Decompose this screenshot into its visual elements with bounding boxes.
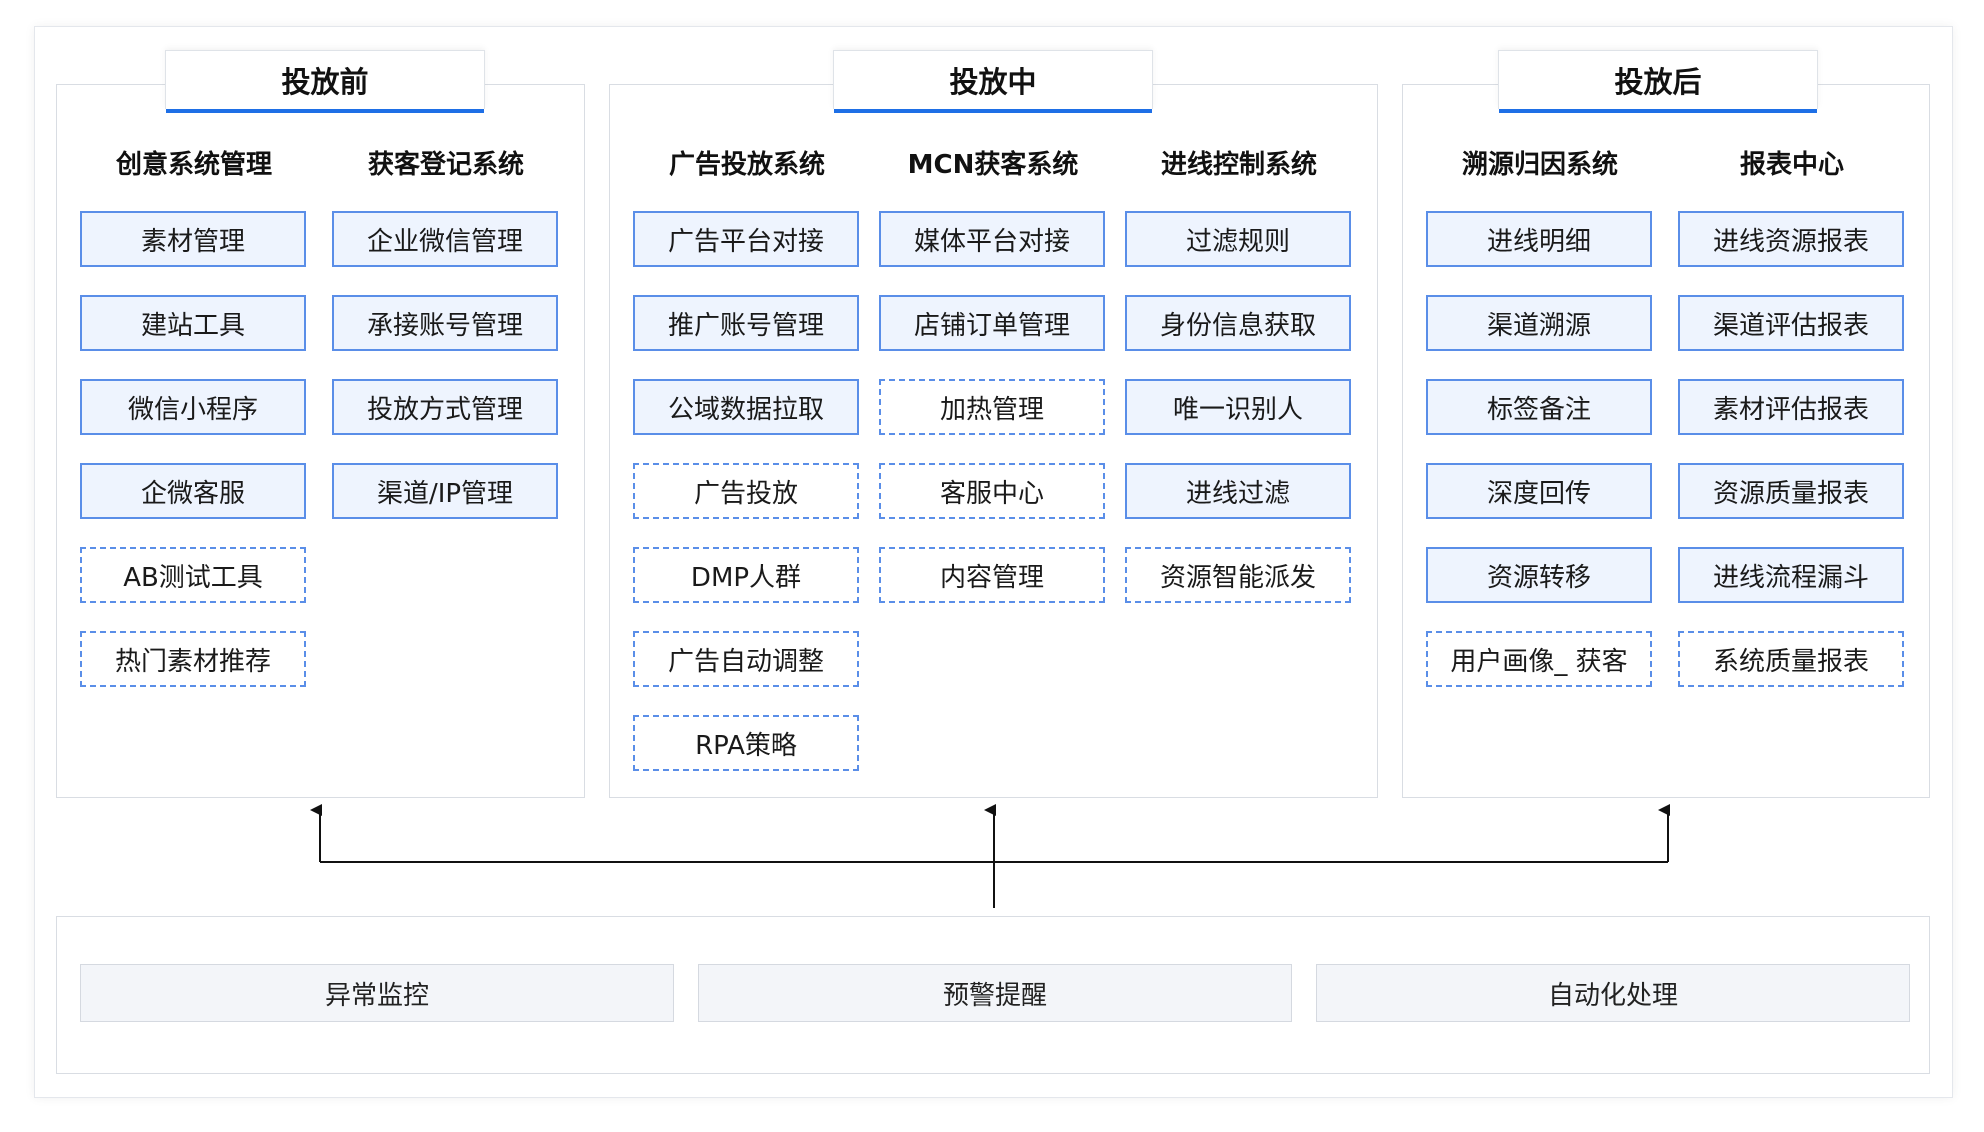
module-item[interactable]: 资源转移 (1426, 547, 1652, 603)
module-item[interactable]: 资源智能派发 (1125, 547, 1351, 603)
module-item[interactable]: 身份信息获取 (1125, 295, 1351, 351)
module-item[interactable]: 微信小程序 (80, 379, 306, 435)
module-item[interactable]: 进线明细 (1426, 211, 1652, 267)
module-item[interactable]: 资源质量报表 (1678, 463, 1904, 519)
phase-tab-post[interactable]: 投放后 (1498, 50, 1818, 113)
module-item[interactable]: 渠道/IP管理 (332, 463, 558, 519)
bottom-item-warning-alert[interactable]: 预警提醒 (698, 964, 1292, 1022)
module-item[interactable]: 素材管理 (80, 211, 306, 267)
module-item[interactable]: 推广账号管理 (633, 295, 859, 351)
module-item[interactable]: 标签备注 (1426, 379, 1652, 435)
column-header: 广告投放系统 (668, 150, 825, 180)
column-header: 创意系统管理 (115, 150, 272, 180)
module-item[interactable]: 媒体平台对接 (879, 211, 1105, 267)
module-item[interactable]: 内容管理 (879, 547, 1105, 603)
module-item[interactable]: 承接账号管理 (332, 295, 558, 351)
module-item[interactable]: 进线资源报表 (1678, 211, 1904, 267)
module-item[interactable]: 企业微信管理 (332, 211, 558, 267)
column-header: 进线控制系统 (1160, 150, 1317, 180)
module-item[interactable]: 建站工具 (80, 295, 306, 351)
bottom-item-anomaly-monitor[interactable]: 异常监控 (80, 964, 674, 1022)
column-header: 溯源归因系统 (1461, 150, 1618, 180)
phase-tab-in[interactable]: 投放中 (833, 50, 1153, 113)
column-header: MCN获客系统 (907, 150, 1079, 180)
module-item[interactable]: 广告平台对接 (633, 211, 859, 267)
module-item[interactable]: 过滤规则 (1125, 211, 1351, 267)
module-item[interactable]: 公域数据拉取 (633, 379, 859, 435)
module-item[interactable]: 素材评估报表 (1678, 379, 1904, 435)
bottom-item-auto-process[interactable]: 自动化处理 (1316, 964, 1910, 1022)
module-item[interactable]: DMP人群 (633, 547, 859, 603)
module-item[interactable]: 企微客服 (80, 463, 306, 519)
phase-tab-pre[interactable]: 投放前 (165, 50, 485, 113)
module-item[interactable]: 渠道溯源 (1426, 295, 1652, 351)
module-item[interactable]: 店铺订单管理 (879, 295, 1105, 351)
module-item[interactable]: 用户画像_ 获客 (1426, 631, 1652, 687)
column-header: 获客登记系统 (367, 150, 524, 180)
module-item[interactable]: 渠道评估报表 (1678, 295, 1904, 351)
module-item[interactable]: 进线过滤 (1125, 463, 1351, 519)
module-item[interactable]: 进线流程漏斗 (1678, 547, 1904, 603)
module-item[interactable]: 广告自动调整 (633, 631, 859, 687)
module-item[interactable]: 投放方式管理 (332, 379, 558, 435)
module-item[interactable]: 加热管理 (879, 379, 1105, 435)
module-item[interactable]: 系统质量报表 (1678, 631, 1904, 687)
module-item[interactable]: 热门素材推荐 (80, 631, 306, 687)
module-item[interactable]: AB测试工具 (80, 547, 306, 603)
module-item[interactable]: 广告投放 (633, 463, 859, 519)
module-item[interactable]: 唯一识别人 (1125, 379, 1351, 435)
module-item[interactable]: RPA策略 (633, 715, 859, 771)
module-item[interactable]: 客服中心 (879, 463, 1105, 519)
module-item[interactable]: 深度回传 (1426, 463, 1652, 519)
column-header: 报表中心 (1739, 150, 1844, 180)
